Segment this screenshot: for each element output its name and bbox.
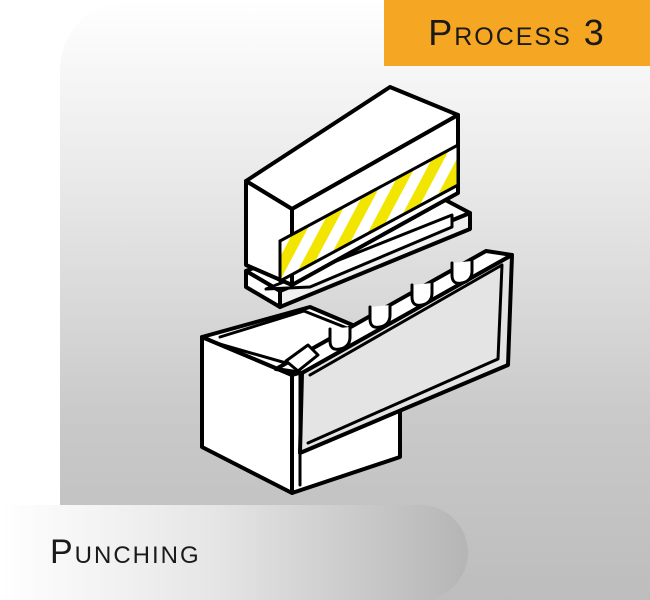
caption-band: Punching (0, 505, 468, 600)
die-slots (328, 259, 474, 351)
process-badge: Process 3 (384, 0, 650, 66)
background-panel (60, 0, 650, 600)
punching-machine-icon (200, 85, 514, 495)
caption-label: Punching (50, 533, 201, 571)
ram-block (244, 85, 460, 287)
process-label: Process 3 (428, 12, 606, 53)
